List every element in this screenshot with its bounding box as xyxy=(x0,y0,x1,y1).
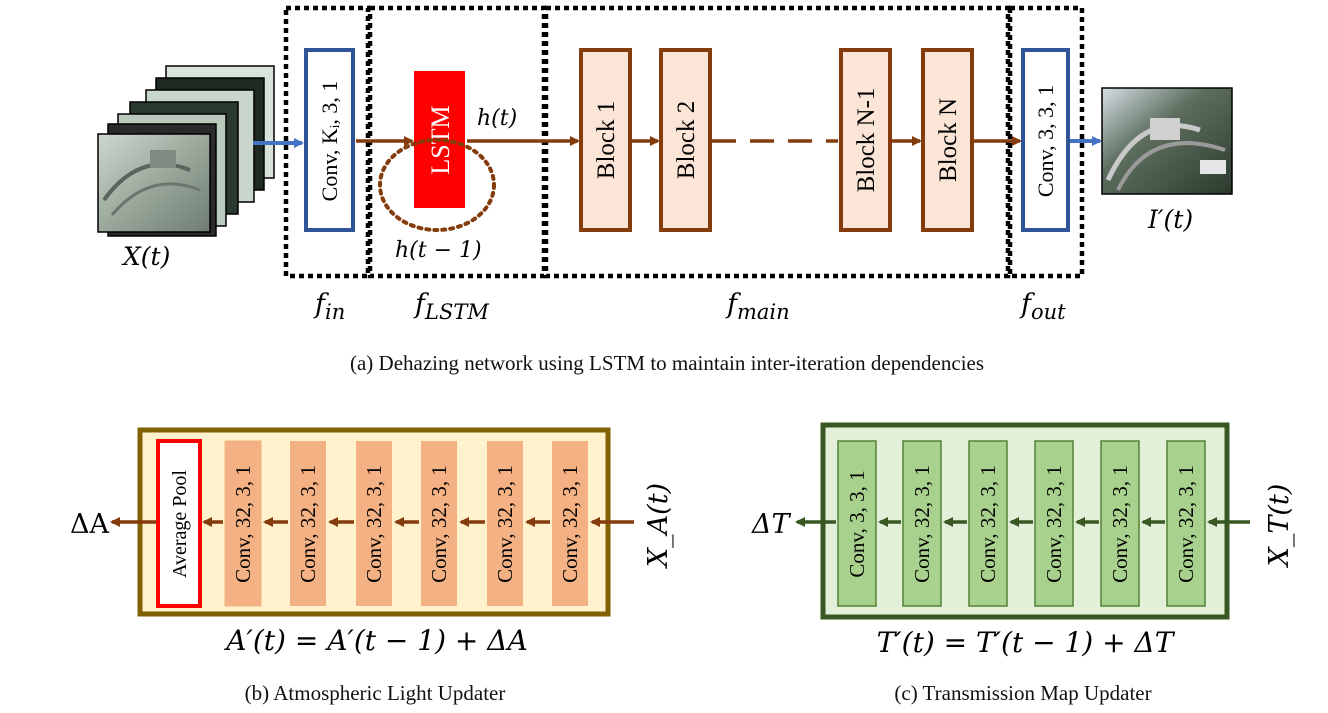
panel-b-conv-5-label: Conv, 32, 3, 1 xyxy=(493,465,517,583)
stage-label-in: fin xyxy=(313,289,345,324)
panel-b-conv-3: Conv, 32, 3, 1 xyxy=(356,441,392,606)
output-image xyxy=(1101,87,1233,195)
input-frame-stack xyxy=(97,65,275,237)
panel-b-conv-6-label: Conv, 32, 3, 1 xyxy=(558,465,582,583)
stage-label-main: fmain xyxy=(725,289,790,324)
block-n-1: Block N-1 xyxy=(839,48,892,232)
block-1: Block 1 xyxy=(579,48,632,232)
panel-b-conv-3-label: Conv, 32, 3, 1 xyxy=(362,465,386,583)
input-label: X(t) xyxy=(121,242,170,271)
conv-in-label: Conv, Kᵢ, 3, 1 xyxy=(317,81,342,202)
panel-c-output-label: ΔT xyxy=(751,509,791,540)
f-out-frame xyxy=(1007,5,1085,279)
conv-out-label: Conv, 3, 3, 1 xyxy=(1033,85,1058,197)
h-t-label: h(t) xyxy=(477,106,517,131)
panel-c-conv-4-label: Conv, 32, 3, 1 xyxy=(1042,465,1066,583)
panel-b-conv-4: Conv, 32, 3, 1 xyxy=(421,441,457,606)
panel-c: Conv, 3, 3, 1 Conv, 32, 3, 1 Conv, 32, 3… xyxy=(751,422,1295,705)
panel-b: Average Pool Conv, 32, 3, 1 Conv, 32, 3,… xyxy=(70,427,674,705)
average-pool-block xyxy=(156,439,202,608)
recurrent-loop xyxy=(378,138,496,232)
panel-b-conv-1: Conv, 32, 3, 1 xyxy=(224,440,262,607)
panel-c-conv-1-label: Conv, 3, 3, 1 xyxy=(845,470,869,577)
panel-b-conv-4-label: Conv, 32, 3, 1 xyxy=(427,465,451,583)
panel-c-conv-5: Conv, 32, 3, 1 xyxy=(1100,440,1140,607)
panel-c-conv-1: Conv, 3, 3, 1 xyxy=(837,440,877,607)
output-label: I′(t) xyxy=(1147,205,1193,234)
caption-c: (c) Transmission Map Updater xyxy=(894,681,1151,705)
panel-c-equation: T′(t) = T′(t − 1) + ΔT xyxy=(877,626,1176,659)
panel-c-conv-6: Conv, 32, 3, 1 xyxy=(1166,440,1206,607)
panel-b-output-label: ΔA xyxy=(70,509,109,540)
panel-b-conv-1-label: Conv, 32, 3, 1 xyxy=(231,465,255,583)
panel-c-conv-3: Conv, 32, 3, 1 xyxy=(968,440,1008,607)
block-n: Block N xyxy=(921,48,974,232)
panel-b-conv-5: Conv, 32, 3, 1 xyxy=(487,441,523,606)
caption-b: (b) Atmospheric Light Updater xyxy=(245,681,506,705)
panel-b-conv-6: Conv, 32, 3, 1 xyxy=(552,441,588,606)
block-n-label: Block N xyxy=(935,98,962,182)
panel-c-conv-2-label: Conv, 32, 3, 1 xyxy=(910,465,934,583)
conv-in-block xyxy=(304,48,355,232)
stage-label-lstm: fLSTM xyxy=(413,289,489,324)
conv-out-block xyxy=(1021,48,1070,232)
stage-label-out: fout xyxy=(1019,289,1066,324)
average-pool-label: Average Pool xyxy=(169,470,191,578)
panel-b-input-label: X_A(t) xyxy=(643,483,674,569)
caption-a: (a) Dehazing network using LSTM to maint… xyxy=(350,351,984,375)
panel-c-conv-2: Conv, 32, 3, 1 xyxy=(902,440,942,607)
panel-c-conv-3-label: Conv, 32, 3, 1 xyxy=(976,465,1000,583)
block-2-label: Block 2 xyxy=(673,101,700,179)
panel-b-conv-2-label: Conv, 32, 3, 1 xyxy=(296,465,320,583)
block-1-label: Block 1 xyxy=(593,101,620,179)
panel-b-conv-2: Conv, 32, 3, 1 xyxy=(290,441,326,606)
panel-c-conv-5-label: Conv, 32, 3, 1 xyxy=(1108,465,1132,583)
panel-a: X(t) Conv, Kᵢ, 3, 1 LSTM h(t − 1) h(t) B… xyxy=(97,5,1233,375)
panel-c-conv-4: Conv, 32, 3, 1 xyxy=(1034,440,1074,607)
h-t-minus-1-label: h(t − 1) xyxy=(395,238,482,263)
panel-c-conv-6-label: Conv, 32, 3, 1 xyxy=(1174,465,1198,583)
block-2: Block 2 xyxy=(659,48,712,232)
block-n-1-label: Block N-1 xyxy=(853,88,880,193)
panel-b-equation: A′(t) = A′(t − 1) + ΔA xyxy=(223,624,527,657)
panel-c-input-label: X_T(t) xyxy=(1264,484,1295,569)
